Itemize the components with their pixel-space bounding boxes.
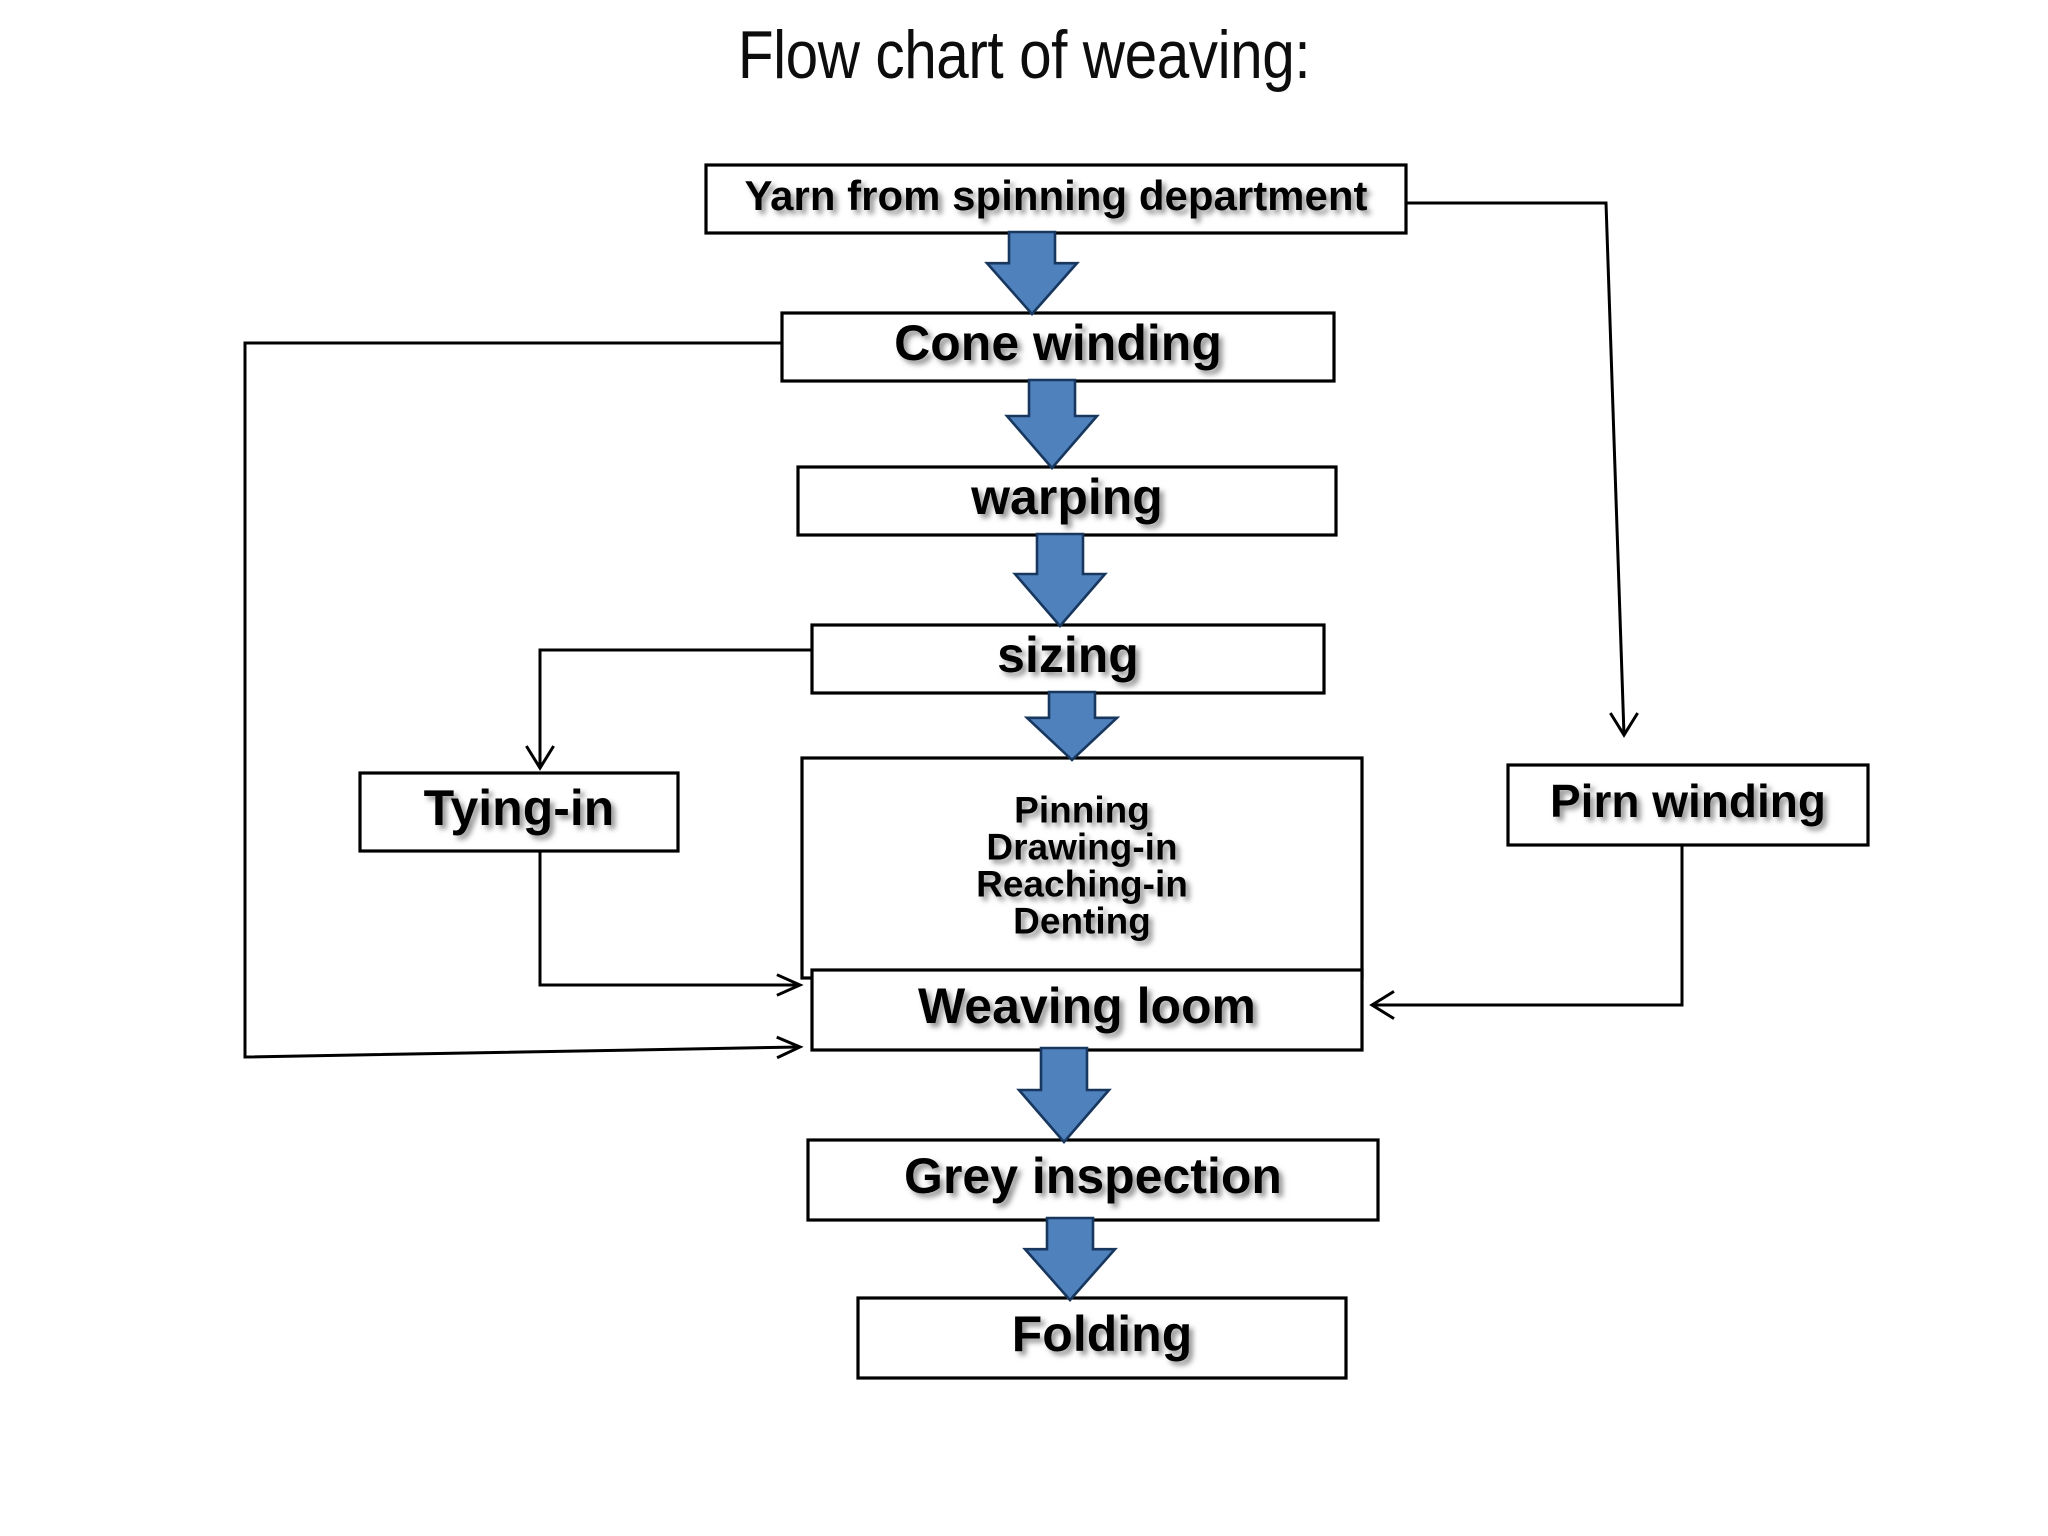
flow-node-warping[interactable]: warping xyxy=(796,465,1338,537)
flow-node-cone[interactable]: Cone winding xyxy=(780,311,1336,383)
node-box-folding[interactable] xyxy=(856,1296,1348,1380)
connector-line xyxy=(1372,845,1684,1007)
node-box-yarn[interactable] xyxy=(704,163,1408,235)
arrowhead xyxy=(1609,712,1639,738)
node-label-cone: Cone winding xyxy=(894,315,1222,371)
connector-sizing-to-tying xyxy=(525,648,812,771)
connector-line xyxy=(1406,201,1626,736)
flow-node-folding[interactable]: Folding xyxy=(856,1296,1348,1380)
block-arrow-grey-to-folding xyxy=(1022,1216,1118,1302)
block-arrow-cone-to-warping xyxy=(1004,378,1100,470)
arrowhead xyxy=(776,973,804,997)
node-label-loom: Weaving loom xyxy=(918,978,1256,1034)
block-arrow-loom-to-grey xyxy=(1016,1046,1112,1144)
arrowhead xyxy=(1369,990,1395,1020)
node-label-grey: Grey inspection xyxy=(904,1148,1282,1204)
node-box-warping[interactable] xyxy=(796,465,1338,537)
connector-line xyxy=(538,648,812,768)
node-label-drawing-line-3: Reaching-in xyxy=(976,863,1188,904)
node-label-folding: Folding xyxy=(1012,1306,1193,1362)
flow-node-grey[interactable]: Grey inspection xyxy=(806,1138,1380,1222)
connector-line xyxy=(243,341,801,1059)
node-box-grey[interactable] xyxy=(806,1138,1380,1222)
node-box-pirn[interactable] xyxy=(1506,763,1870,847)
node-label-sizing: sizing xyxy=(997,627,1139,683)
arrowhead xyxy=(776,1035,804,1060)
node-label-warping: warping xyxy=(970,469,1163,525)
block-arrows-layer xyxy=(984,230,1121,1302)
node-label-yarn: Yarn from spinning department xyxy=(744,172,1367,219)
connector-cone-to-loom xyxy=(243,341,804,1060)
flow-node-pirn[interactable]: Pirn winding xyxy=(1506,763,1870,847)
node-label-drawing-line-2: Drawing-in xyxy=(986,826,1177,867)
flow-node-yarn[interactable]: Yarn from spinning department xyxy=(704,163,1408,235)
connector-line xyxy=(538,851,800,987)
flow-node-sizing[interactable]: sizing xyxy=(810,623,1326,695)
node-label-drawing-line-4: Denting xyxy=(1013,900,1151,941)
block-arrow-yarn-to-cone xyxy=(984,230,1080,316)
connector-tying-to-loom xyxy=(538,851,804,997)
node-label-pirn: Pirn winding xyxy=(1550,775,1826,827)
page-title: Flow chart of weaving: xyxy=(737,17,1311,93)
node-label-drawing-line-1: Pinning xyxy=(1014,789,1150,830)
flow-node-loom[interactable]: Weaving loom xyxy=(810,968,1364,1052)
block-arrow-warping-to-sizing xyxy=(1012,532,1108,628)
connectors-layer xyxy=(243,201,1684,1060)
arrowhead xyxy=(525,745,555,771)
node-box-loom[interactable] xyxy=(810,968,1364,1052)
connector-yarn-to-pirn xyxy=(1406,201,1639,738)
connector-pirn-to-loom xyxy=(1369,845,1684,1020)
node-label-tying: Tying-in xyxy=(424,780,615,836)
block-arrow-sizing-to-drawing xyxy=(1023,690,1121,762)
node-box-tying[interactable] xyxy=(358,771,680,853)
flow-node-tying[interactable]: Tying-in xyxy=(358,771,680,853)
